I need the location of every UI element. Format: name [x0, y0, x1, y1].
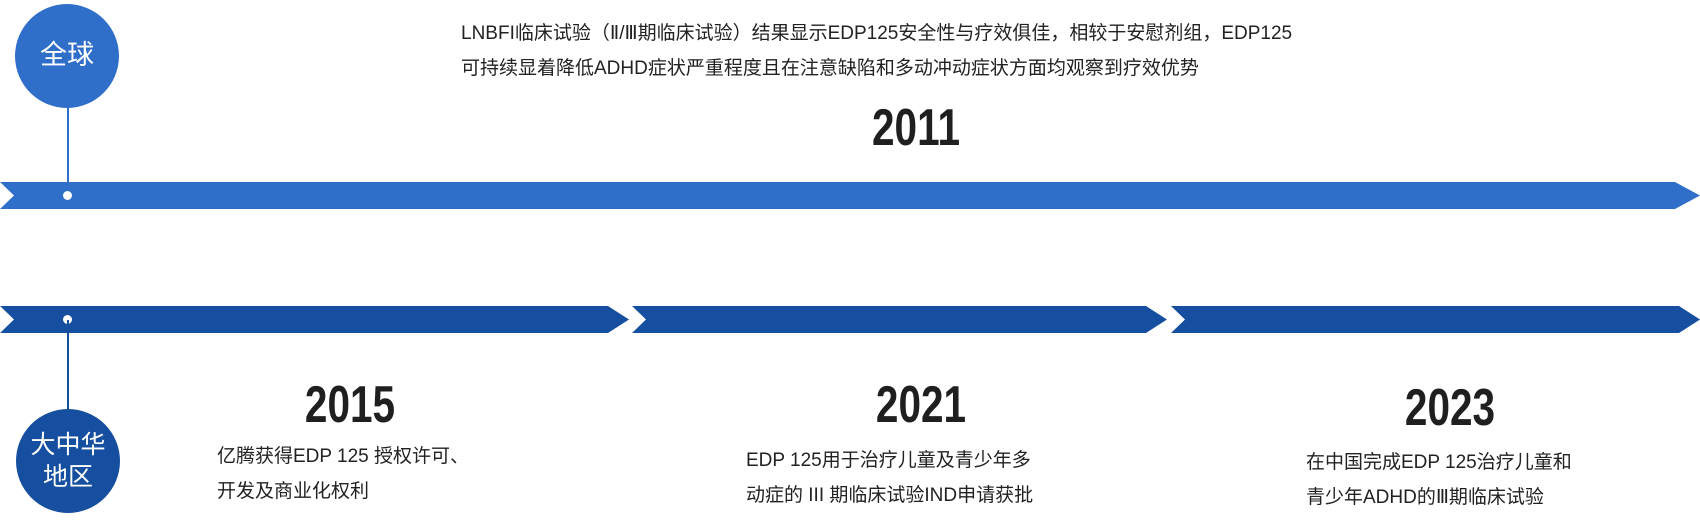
greater-china-region-badge: 大中华 地区 [16, 409, 120, 513]
event-description-line: 在中国完成EDP 125治疗儿童和 [1306, 452, 1572, 473]
event-2011-description: LNBFI临床试验（Ⅱ/Ⅲ期临床试验）结果显示EDP125安全性与疗效俱佳，相较… [461, 16, 1292, 86]
global-region-badge: 全球 [15, 4, 119, 108]
event-description-line: 青少年ADHD的Ⅲ期临床试验 [1306, 487, 1544, 508]
greater-china-timeline-dot [63, 315, 72, 324]
timeline-segment-3 [1171, 306, 1700, 333]
event-year-2023: 2023 [1404, 379, 1496, 437]
global-region-label: 全球 [40, 40, 94, 71]
event-year-2021: 2021 [875, 376, 967, 434]
greater-china-label-line1: 大中华 [30, 430, 106, 459]
event-description-line: 开发及商业化权利 [217, 481, 370, 502]
timeline-segment-2 [632, 306, 1167, 333]
greater-china-label-line2: 地区 [42, 463, 93, 491]
greater-china-timeline-arrows [0, 306, 1700, 333]
timeline-segment-1 [0, 306, 629, 333]
event-2015-description: 亿腾获得EDP 125 授权许可、 开发及商业化权利 [217, 439, 469, 509]
global-timeline-arrow [0, 182, 1700, 209]
global-connector-line [67, 100, 69, 196]
event-description-line: 动症的 III 期临床试验IND申请获批 [746, 485, 1034, 506]
event-description-line: 亿腾获得EDP 125 授权许可、 [217, 446, 469, 467]
greater-china-connector-line [67, 320, 69, 415]
event-year-2015: 2015 [304, 376, 396, 434]
event-description-line: 可持续显着降低ADHD症状严重程度且在注意缺陷和多动冲动症状方面均观察到疗效优势 [461, 58, 1199, 79]
global-timeline-dot [63, 191, 72, 200]
event-2021-description: EDP 125用于治疗儿童及青少年多 动症的 III 期临床试验IND申请获批 [746, 443, 1033, 513]
event-2023-description: 在中国完成EDP 125治疗儿童和 青少年ADHD的Ⅲ期临床试验 [1306, 445, 1572, 515]
event-year-2011: 2011 [872, 99, 960, 157]
event-description-line: EDP 125用于治疗儿童及青少年多 [746, 450, 1031, 471]
event-description-line: LNBFI临床试验（Ⅱ/Ⅲ期临床试验）结果显示EDP125安全性与疗效俱佳，相较… [461, 23, 1293, 44]
